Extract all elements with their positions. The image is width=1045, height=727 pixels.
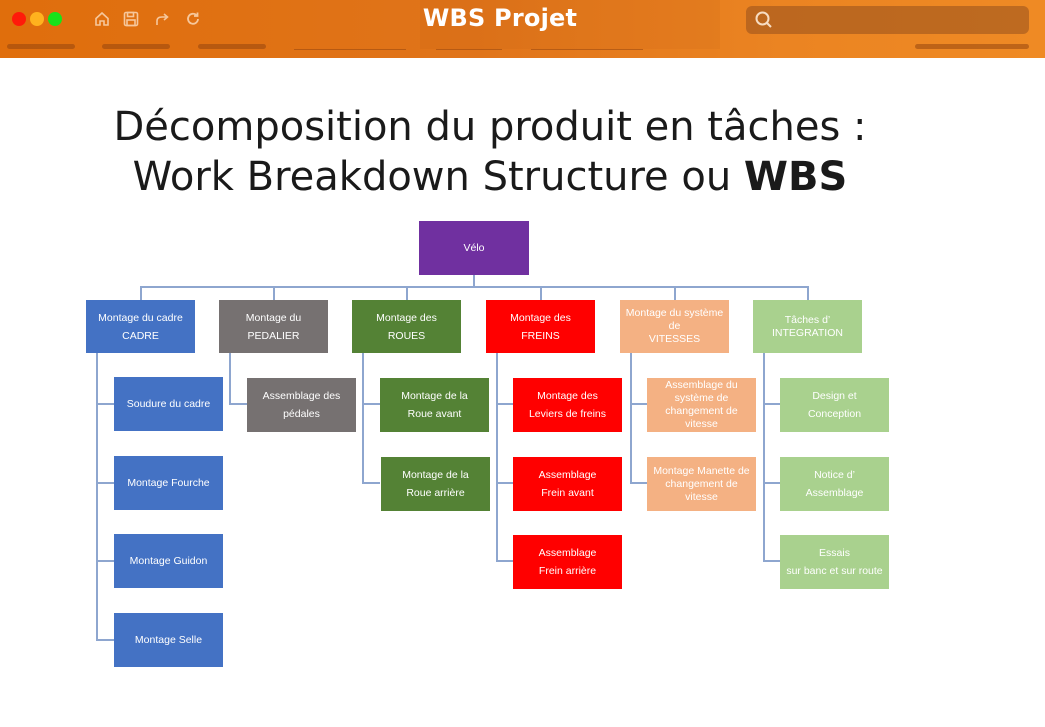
home-icon[interactable]: [93, 10, 111, 28]
connector-tick: [96, 560, 114, 562]
connector-spine-pedalier: [229, 353, 231, 405]
wbs-branch-roues[interactable]: Montage des ROUES: [352, 300, 461, 353]
wbs-branch-pedalier[interactable]: Montage du PEDALIER: [219, 300, 328, 353]
search-icon: [754, 10, 774, 30]
connector-drop: [807, 286, 809, 300]
wbs-task-frein-avant[interactable]: Assemblage Frein avant: [513, 457, 622, 511]
close-window-button[interactable]: [12, 12, 26, 26]
wbs-task-frein-arriere[interactable]: Assemblage Frein arrière: [513, 535, 622, 589]
wbs-task-manette-vitesse[interactable]: Montage Manette de changement de vitesse: [647, 457, 756, 511]
slide-title-line1: Décomposition du produit en tâches :: [113, 104, 867, 150]
connector-tick: [496, 560, 514, 562]
search-input[interactable]: [746, 6, 1029, 34]
connector-tick: [229, 403, 247, 405]
wbs-task-roue-arriere[interactable]: Montage de la Roue arrière: [381, 457, 490, 511]
wbs-task-essais[interactable]: Essais sur banc et sur route: [780, 535, 889, 589]
wbs-branch-cadre[interactable]: Montage du cadre CADRE: [86, 300, 195, 353]
minimize-window-button[interactable]: [30, 12, 44, 26]
toolbar-placeholder-bar: [102, 44, 170, 49]
wbs-task-roue-avant[interactable]: Montage de la Roue avant: [380, 378, 489, 432]
connector-tick: [96, 403, 114, 405]
connector-drop: [674, 286, 676, 300]
wbs-task-montage-guidon[interactable]: Montage Guidon: [114, 534, 223, 588]
app-title: WBS Projet: [422, 4, 578, 32]
titlebar-shade: [420, 0, 720, 49]
connector-tick: [496, 403, 514, 405]
connector-level1-bus: [140, 286, 809, 288]
connector-spine-vitesses: [630, 353, 632, 484]
wbs-task-soudure-cadre[interactable]: Soudure du cadre: [114, 377, 223, 431]
toolbar-placeholder-bar: [7, 44, 75, 49]
connector-drop: [540, 286, 542, 300]
connector-tick: [763, 560, 781, 562]
connector-root-stem: [473, 275, 475, 287]
wbs-branch-freins[interactable]: Montage des FREINS: [486, 300, 595, 353]
wbs-task-montage-fourche[interactable]: Montage Fourche: [114, 456, 223, 510]
wbs-task-assemblage-pedales[interactable]: Assemblage des pédales: [247, 378, 356, 432]
refresh-icon[interactable]: [184, 10, 202, 28]
connector-drop: [273, 286, 275, 300]
connector-tick: [96, 639, 114, 641]
connector-spine-freins: [496, 353, 498, 562]
connector-drop: [406, 286, 408, 300]
connector-tick: [496, 482, 514, 484]
wbs-root-velo[interactable]: Vélo: [419, 221, 529, 275]
save-icon[interactable]: [122, 10, 140, 28]
wbs-task-assemblage-systeme-vitesse[interactable]: Assemblage du système de changement de v…: [647, 378, 756, 432]
connector-tick: [763, 482, 781, 484]
toolbar-placeholder-bar: [915, 44, 1029, 49]
wbs-task-design-conception[interactable]: Design et Conception: [780, 378, 889, 432]
toolbar-divider: [531, 49, 643, 50]
connector-tick: [362, 482, 380, 484]
toolbar-divider: [294, 49, 406, 50]
connector-tick: [630, 403, 648, 405]
maximize-window-button[interactable]: [48, 12, 62, 26]
toolbar-placeholder-bar: [198, 44, 266, 49]
connector-drop: [140, 286, 142, 300]
connector-spine-roues: [362, 353, 364, 484]
connector-tick: [630, 482, 648, 484]
connector-tick: [763, 403, 781, 405]
toolbar-divider: [436, 49, 502, 50]
window-titlebar: WBS Projet: [0, 0, 1045, 58]
slide-title-line2: Work Breakdown Structure ou WBS: [132, 154, 848, 200]
connector-tick: [96, 482, 114, 484]
wbs-task-leviers-freins[interactable]: Montage des Leviers de freins: [513, 378, 622, 432]
wbs-task-notice-assemblage[interactable]: Notice d’ Assemblage: [780, 457, 889, 511]
wbs-branch-integration[interactable]: Tâches d’ INTEGRATION: [753, 300, 862, 353]
slide-title: Décomposition du produit en tâches : Wor…: [60, 102, 920, 202]
wbs-branch-vitesses[interactable]: Montage du système de VITESSES: [620, 300, 729, 353]
connector-spine-integration: [763, 353, 765, 562]
redo-icon[interactable]: [153, 10, 171, 28]
wbs-task-montage-selle[interactable]: Montage Selle: [114, 613, 223, 667]
connector-spine-cadre: [96, 353, 98, 640]
connector-tick: [362, 403, 380, 405]
